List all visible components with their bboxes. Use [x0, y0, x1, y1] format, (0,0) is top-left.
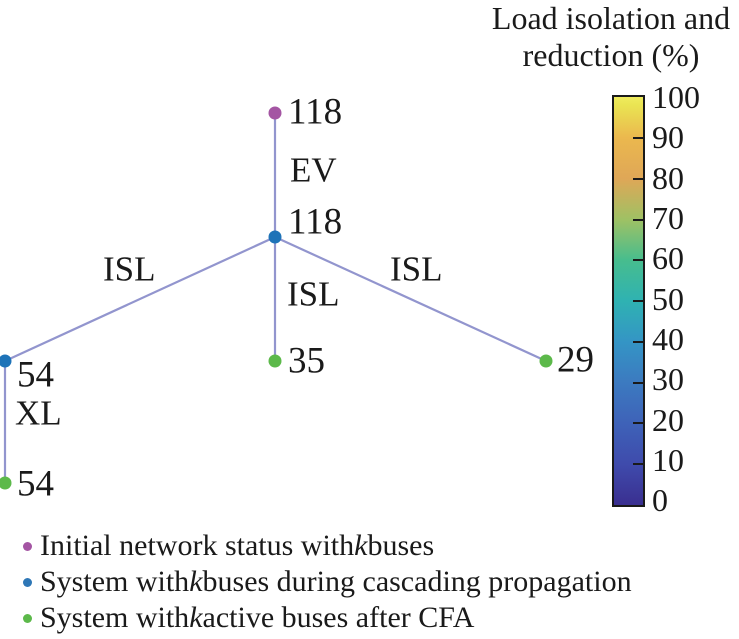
legend-text-k: k	[189, 601, 203, 634]
colorbar-title: Load isolation and reduction (%)	[461, 0, 739, 74]
node-after-cfa-29-icon	[539, 354, 553, 368]
colorbar-label-20: 20	[652, 402, 684, 438]
colorbar-label-80: 80	[652, 160, 684, 196]
colorbar-tick-50	[633, 300, 643, 302]
edge-label-ev: EV	[290, 150, 337, 190]
colorbar-title-line2: reduction (%)	[522, 37, 700, 73]
legend: Initial network status with k buses Syst…	[18, 528, 733, 636]
node-label-cascading-54: 54	[17, 354, 54, 396]
legend-text-k: k	[354, 529, 368, 562]
colorbar-gradient	[612, 95, 645, 507]
edge-isl-left	[4, 236, 276, 362]
colorbar-tick-70	[633, 219, 643, 221]
colorbar-label-40: 40	[652, 321, 684, 357]
node-label-after-cfa-54: 54	[17, 463, 54, 505]
colorbar-label-0: 0	[652, 482, 668, 518]
legend-text-prefix: Initial network status with	[40, 529, 355, 562]
colorbar-label-60: 60	[652, 240, 684, 276]
colorbar-tick-30	[633, 382, 643, 384]
edge-label-isl-left: ISL	[103, 249, 156, 289]
node-label-after-cfa-29: 29	[557, 339, 594, 381]
colorbar-tick-20	[633, 422, 643, 424]
edge-label-isl-right: ISL	[390, 249, 443, 289]
node-label-cascading-118: 118	[288, 201, 343, 243]
node-after-cfa-35-icon	[268, 354, 282, 368]
edge-label-xl: XL	[15, 393, 62, 433]
node-label-initial-118: 118	[288, 91, 343, 133]
legend-item-cascading: System with k buses during cascading pro…	[18, 564, 733, 600]
initial-marker-icon	[23, 541, 32, 551]
cascading-marker-icon	[23, 577, 32, 587]
node-after-cfa-54-icon	[0, 476, 12, 490]
colorbar-title-line1: Load isolation and	[491, 0, 731, 36]
colorbar-tick-10	[633, 463, 643, 465]
legend-text-suffix: buses	[367, 529, 435, 562]
node-cascading-118-icon	[268, 230, 282, 244]
edge-label-isl-mid: ISL	[287, 274, 340, 314]
node-label-after-cfa-35: 35	[288, 340, 325, 382]
colorbar-label-10: 10	[652, 442, 684, 478]
legend-text-k: k	[189, 565, 203, 598]
colorbar-tick-90	[633, 137, 643, 139]
node-initial-118-icon	[268, 106, 282, 120]
legend-text-prefix: System with	[40, 601, 190, 634]
legend-text-suffix: active buses after CFA	[202, 601, 475, 634]
legend-item-initial: Initial network status with k buses	[18, 528, 733, 564]
legend-text-prefix: System with	[40, 565, 190, 598]
colorbar-tick-40	[633, 341, 643, 343]
after-cfa-marker-icon	[23, 613, 32, 623]
legend-text-suffix: buses during cascading propagation	[202, 565, 632, 598]
colorbar-label-70: 70	[652, 200, 684, 236]
legend-item-after-cfa: System with k active buses after CFA	[18, 600, 733, 636]
edge-isl-right	[274, 235, 547, 363]
colorbar-tick-60	[633, 259, 643, 261]
colorbar-label-90: 90	[652, 119, 684, 155]
colorbar-label-30: 30	[652, 361, 684, 397]
colorbar-tick-80	[633, 178, 643, 180]
colorbar-label-50: 50	[652, 281, 684, 317]
node-cascading-54-icon	[0, 354, 12, 368]
colorbar-label-100: 100	[652, 79, 700, 115]
